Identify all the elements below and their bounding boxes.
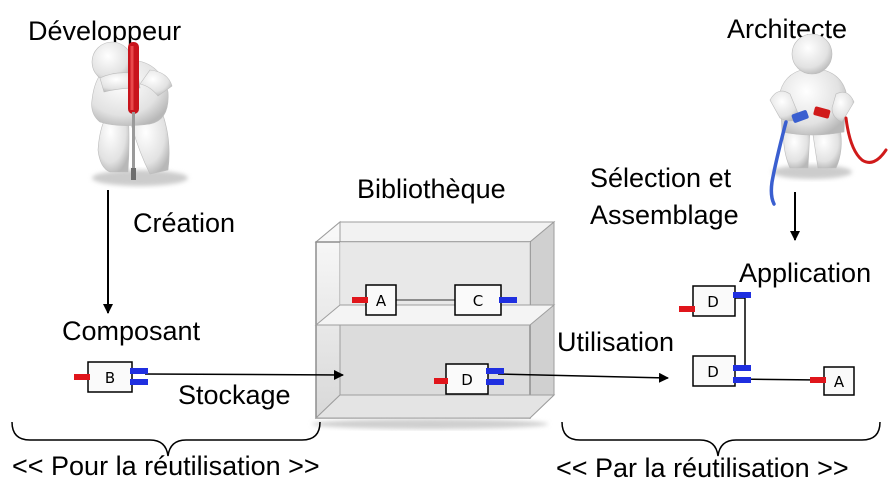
provided-port (130, 368, 148, 374)
provided-port (733, 292, 751, 298)
component-d-app-top: D (679, 285, 751, 317)
provided-port (130, 379, 148, 385)
architect-figure-icon (769, 33, 888, 206)
library-shelf (312, 220, 556, 429)
component-b-label: B (105, 369, 115, 387)
provided-port (486, 379, 504, 385)
component-d-app-bottom-label: D (707, 363, 719, 381)
storage-label: Stockage (178, 380, 291, 410)
component-a-app: A (810, 366, 855, 396)
required-port (74, 374, 90, 380)
library-label: Bibliothèque (357, 174, 506, 204)
by-reuse-label: << Par la réutilisation >> (556, 453, 849, 481)
for-reuse-label: << Pour la réutilisation >> (12, 451, 320, 481)
required-port (352, 297, 368, 303)
component-d-app-bottom: D (692, 355, 751, 387)
provided-port (733, 377, 751, 383)
storage-arrow (144, 369, 344, 380)
application-label: Application (739, 258, 871, 288)
component-c-library-label: C (473, 292, 483, 310)
component-a-library: A (352, 284, 397, 316)
component-a-app-label: A (834, 373, 845, 391)
by-reuse-brace (561, 421, 881, 457)
provided-port (499, 297, 517, 303)
for-reuse-brace (11, 421, 321, 457)
architect-label: Architecte (727, 14, 847, 44)
required-port (679, 306, 695, 312)
provided-port (486, 368, 504, 374)
required-port (810, 377, 826, 383)
creation-label: Création (133, 208, 235, 238)
component-d-library-label: D (461, 371, 473, 389)
required-port (434, 378, 448, 384)
provided-port (733, 365, 751, 371)
component-label: Composant (62, 316, 201, 346)
developer-figure-icon (91, 41, 188, 186)
usage-arrow (497, 372, 669, 383)
component-d-library: D (434, 363, 504, 395)
selection-label-line1: Sélection et (590, 163, 732, 193)
usage-label: Utilisation (557, 327, 674, 357)
component-c-library: C (454, 284, 517, 316)
component-b: B (74, 361, 148, 393)
component-d-app-top-label: D (707, 293, 719, 311)
selection-label-line2: Assemblage (590, 200, 739, 230)
component-a-library-label: A (376, 292, 387, 310)
developer-label: Développeur (28, 16, 181, 46)
app-connector-d-d (735, 297, 746, 371)
